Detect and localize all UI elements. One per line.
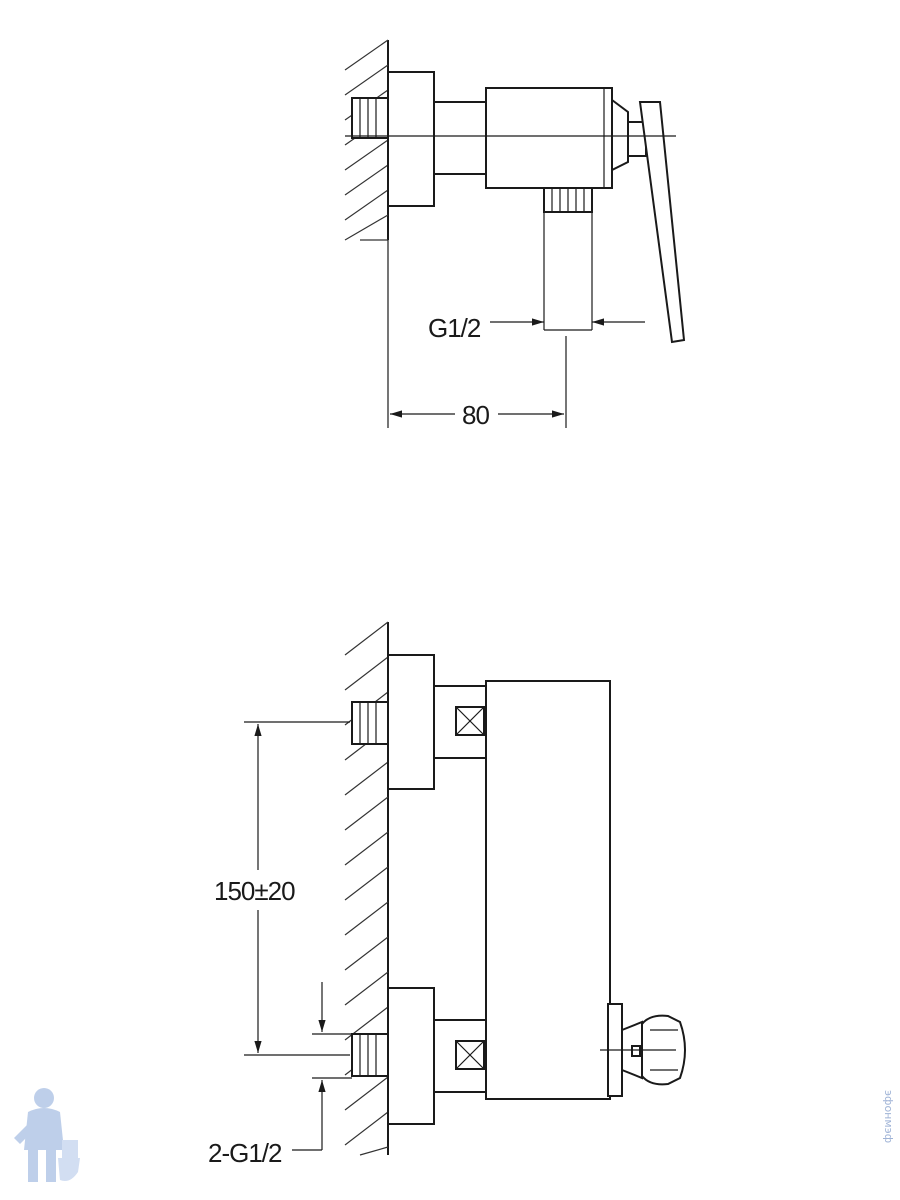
inlet-thread-top [351,97,389,139]
top-view: G1/2 80 [344,39,686,430]
inlet-thread-upper [351,701,389,745]
handle-knob-front [607,1003,686,1097]
wall-flange-upper [387,654,435,790]
plumber-mascot-icon [14,1088,80,1182]
inlet-size-label: 2-G1/2 [208,1138,282,1168]
center-distance-dimension: 150±20 [214,721,350,1056]
inlet-thread-lower [351,1033,389,1077]
front-view: 150±20 2-G1/2 [208,621,686,1168]
wall-flange-top [387,71,435,207]
outlet-pipe-top [543,187,593,331]
watermark-text: эфонмэф [882,1090,895,1143]
mixer-body-front [485,680,611,1100]
outlet-dimension: G1/2 [428,313,645,343]
inlet-thread-dimension: 2-G1/2 [208,982,352,1168]
mixer-body-top [485,87,613,189]
connector-upper [433,685,489,759]
outlet-size-label: G1/2 [428,313,481,343]
wall-flange-lower [387,987,435,1125]
connector-lower [433,1019,489,1093]
eccentric-connector-top [433,101,487,175]
wall-hatch-top [344,39,389,241]
handle-lever-top [611,98,686,344]
center-distance-label: 150±20 [214,876,295,906]
depth-dimension: 80 [387,240,567,430]
depth-label: 80 [462,400,489,430]
